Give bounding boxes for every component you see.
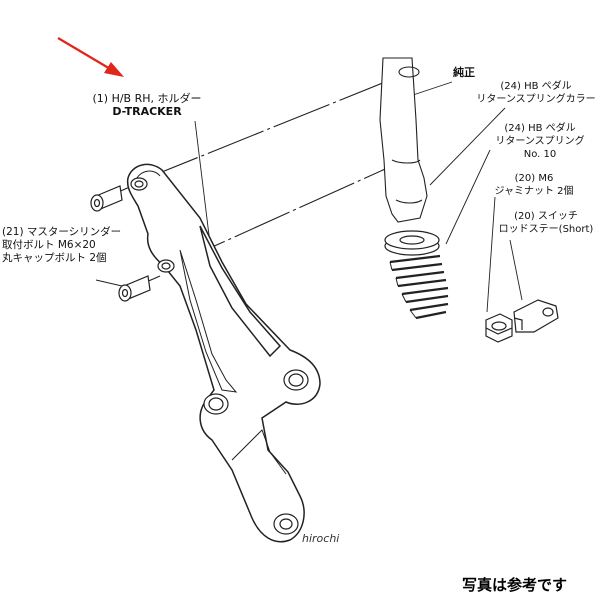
part-24-collar-desc: リターンスプリングカラー: [476, 94, 596, 105]
part-21-label: (21) マスターシリンダー 取付ボルト M6×20 丸キャップボルト 2個: [2, 226, 121, 265]
part-24-spring-label: (24) HB ペダル リターンスプリング No. 10: [484, 122, 596, 161]
part-21-qty: 丸キャップボルト 2個: [2, 252, 107, 264]
part-21-name: (21) マスターシリンダー: [2, 226, 122, 238]
jam-nut: [485, 313, 513, 343]
genuine-cylinder-outline: [379, 57, 428, 223]
part-20-nut-label: (20) M6 ジャミナット 2個: [484, 172, 584, 198]
mounting-bolt-upper: [90, 185, 123, 212]
brake-pedal-holder-bracket: [126, 163, 321, 543]
return-spring: [389, 254, 449, 320]
part-1-model: D-TRACKER: [112, 105, 182, 118]
mounting-bolt-lower: [118, 275, 151, 302]
watermark-text: hirochi: [302, 532, 340, 545]
part-1-label: (1) H/B RH, ホルダー D-TRACKER: [72, 92, 222, 118]
bracket-holes: [130, 177, 309, 535]
genuine-label: 純正: [453, 66, 475, 79]
switch-rod-stay: [513, 299, 559, 333]
part-20-nut-desc: ジャミナット 2個: [494, 186, 574, 197]
part-24-collar-label: (24) HB ペダル リターンスプリングカラー: [474, 80, 598, 106]
red-pointer-arrow: [57, 37, 124, 77]
part-20-stay-label: (20) スイッチ ロッドステー(Short): [494, 210, 598, 236]
part-20-stay-name: (20) スイッチ: [514, 211, 578, 222]
part-24-spring-desc: リターンスプリング: [495, 136, 585, 147]
part-20-stay-desc: ロッドステー(Short): [498, 224, 594, 235]
part-24-spring-number: No. 10: [523, 149, 557, 160]
part-24-collar-name: (24) HB ペダル: [500, 81, 572, 92]
reference-photo-note: 写真は参考です: [462, 576, 568, 594]
return-spring-collar: [384, 230, 440, 256]
part-21-spec: 取付ボルト M6×20: [2, 239, 96, 251]
part-1-name: (1) H/B RH, ホルダー: [92, 92, 202, 105]
part-24-spring-name: (24) HB ペダル: [504, 123, 576, 134]
part-20-nut-name: (20) M6: [514, 173, 554, 184]
